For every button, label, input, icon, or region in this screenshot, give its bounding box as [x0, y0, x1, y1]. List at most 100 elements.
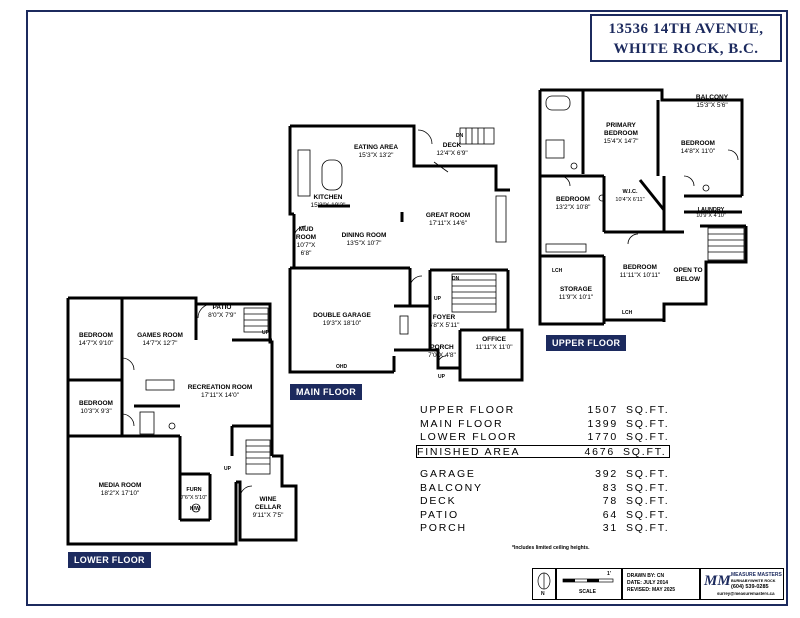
lch-mark: LCH — [622, 310, 633, 316]
company-logo: MM — [704, 573, 731, 589]
compass-icon — [537, 572, 551, 590]
door-swing — [197, 303, 213, 319]
lower-stairs — [243, 307, 271, 475]
room-wic: W.I.C.10'4"X 6'11" — [615, 189, 645, 203]
toilet-icon — [598, 194, 606, 202]
upper-floor-walls — [538, 88, 748, 326]
toilet-icon — [702, 184, 710, 192]
compass-box: N — [532, 568, 556, 600]
upper-stairs — [707, 227, 745, 261]
page-border — [26, 10, 788, 606]
door-swing — [727, 149, 739, 161]
drawn-info-box: DRAWN BY: CN DATE: JULY 2014 REVISED: MA… — [622, 568, 700, 600]
lower-bathtub-icon — [139, 411, 155, 435]
up-mark: UP — [434, 296, 441, 302]
hw-mark: H/W — [190, 506, 200, 512]
address-line-2: WHITE ROCK, B.C. — [613, 41, 759, 57]
door-swing — [239, 485, 253, 499]
vanity-icon — [545, 243, 587, 253]
door-swing — [433, 161, 449, 173]
dn-mark: DN — [456, 133, 464, 139]
company-box: MM MEASURE MASTERS BURNABY/WHITE ROCK (6… — [700, 568, 784, 600]
room-open-to-below: OPEN TO BELOW — [673, 267, 703, 283]
door-swing — [559, 175, 571, 187]
drawn-date: DATE: JULY 2014 — [627, 580, 669, 586]
up-mark: UP — [262, 330, 269, 336]
up-mark: UP — [438, 374, 445, 380]
bathtub-icon — [545, 95, 571, 111]
scale-box: 1' SCALE — [556, 568, 622, 600]
kitchen-counter — [297, 149, 311, 197]
drawn-by: DRAWN BY: CN — [627, 573, 665, 579]
upper-floor-label: UPPER FLOOR — [546, 335, 627, 351]
main-floor-label: MAIN FLOOR — [290, 384, 362, 400]
scale-label: SCALE — [579, 589, 596, 595]
door-swing — [683, 175, 695, 187]
door-swing — [293, 225, 307, 239]
company-phone: (604) 539-0285 — [731, 584, 769, 590]
lch-mark: LCH — [552, 268, 563, 274]
toilet-icon — [570, 162, 578, 170]
ceiling-note: *Includes limited ceiling heights. — [512, 545, 590, 551]
company-sub: BURNABY/WHITE ROCK — [731, 579, 776, 583]
door-swing — [627, 233, 639, 245]
door-swing — [437, 355, 447, 365]
main-stairs — [451, 127, 497, 313]
company-email: surrey@measuremasters.ca — [717, 591, 775, 596]
kitchen-island — [321, 159, 343, 191]
address-box: 13536 14TH AVENUE, WHITE ROCK, B.C. — [590, 14, 782, 62]
revised-date: REVISED: MAY 2025 — [627, 587, 676, 593]
mud-bench — [399, 315, 409, 335]
toilet-icon — [168, 422, 176, 430]
dn-mark: DN — [452, 276, 460, 282]
scale-unit: 1' — [607, 571, 611, 577]
door-swing — [121, 413, 135, 427]
main-floor-walls — [288, 124, 524, 382]
address-line-1: 13536 14TH AVENUE, — [608, 21, 764, 37]
shower-icon — [545, 139, 565, 159]
door-swing — [409, 275, 423, 287]
ohd-mark: OHD — [336, 364, 348, 370]
lower-floor-label: LOWER FLOOR — [68, 552, 151, 568]
company-name: MEASURE MASTERS — [731, 572, 782, 578]
door-swing — [121, 357, 135, 371]
up-mark: UP — [224, 466, 231, 472]
lower-floor-walls — [66, 296, 298, 546]
compass-label: N — [541, 591, 545, 597]
